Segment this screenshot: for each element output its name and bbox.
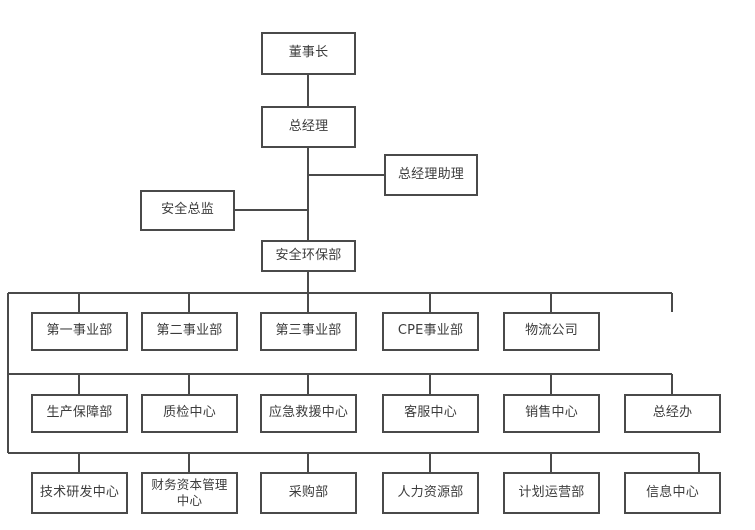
node-sales-center[interactable]: 销售中心 <box>503 394 600 433</box>
node-division-1[interactable]: 第一事业部 <box>31 312 128 351</box>
node-production-dept[interactable]: 生产保障部 <box>31 394 128 433</box>
node-safety-env-dept[interactable]: 安全环保部 <box>261 240 356 272</box>
node-division-3[interactable]: 第三事业部 <box>260 312 357 351</box>
node-quality-center[interactable]: 质检中心 <box>141 394 238 433</box>
node-rnd-center[interactable]: 技术研发中心 <box>31 472 128 514</box>
node-logistics-company[interactable]: 物流公司 <box>503 312 600 351</box>
node-division-2[interactable]: 第二事业部 <box>141 312 238 351</box>
node-customer-service-center[interactable]: 客服中心 <box>382 394 479 433</box>
node-safety-director[interactable]: 安全总监 <box>140 190 235 231</box>
node-emergency-center[interactable]: 应急救援中心 <box>260 394 357 433</box>
node-gm-assistant[interactable]: 总经理助理 <box>384 154 478 196</box>
node-procurement-dept[interactable]: 采购部 <box>260 472 357 514</box>
node-chairman[interactable]: 董事长 <box>261 32 356 75</box>
node-hr-dept[interactable]: 人力资源部 <box>382 472 479 514</box>
node-finance-center[interactable]: 财务资本管理中心 <box>141 472 238 514</box>
node-general-manager[interactable]: 总经理 <box>261 106 356 148</box>
node-planning-dept[interactable]: 计划运营部 <box>503 472 600 514</box>
node-gm-office[interactable]: 总经办 <box>624 394 721 433</box>
node-division-cpe[interactable]: CPE事业部 <box>382 312 479 351</box>
node-information-center[interactable]: 信息中心 <box>624 472 721 514</box>
